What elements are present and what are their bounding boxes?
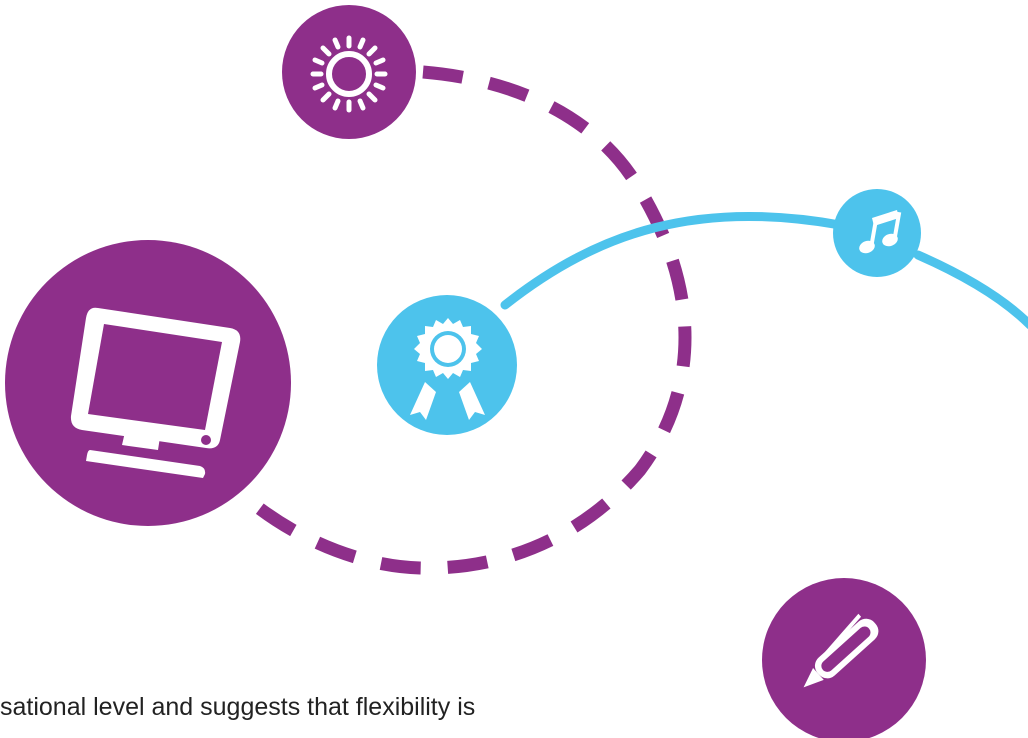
blue-curve xyxy=(500,211,845,310)
dashed-path xyxy=(251,65,692,575)
sun-badge xyxy=(282,5,416,139)
monitor-badge xyxy=(5,240,291,526)
sun-icon xyxy=(310,35,388,113)
award-badge xyxy=(377,295,517,435)
music-note-icon xyxy=(859,210,902,254)
pen-icon xyxy=(803,613,879,688)
award-ribbon-icon xyxy=(410,318,485,420)
pen-badge xyxy=(762,578,926,738)
blue-curve-tail xyxy=(913,250,1028,330)
monitor-icon xyxy=(70,307,241,478)
caption-text: sational level and suggests that flexibi… xyxy=(0,693,476,721)
music-badge xyxy=(833,189,921,277)
